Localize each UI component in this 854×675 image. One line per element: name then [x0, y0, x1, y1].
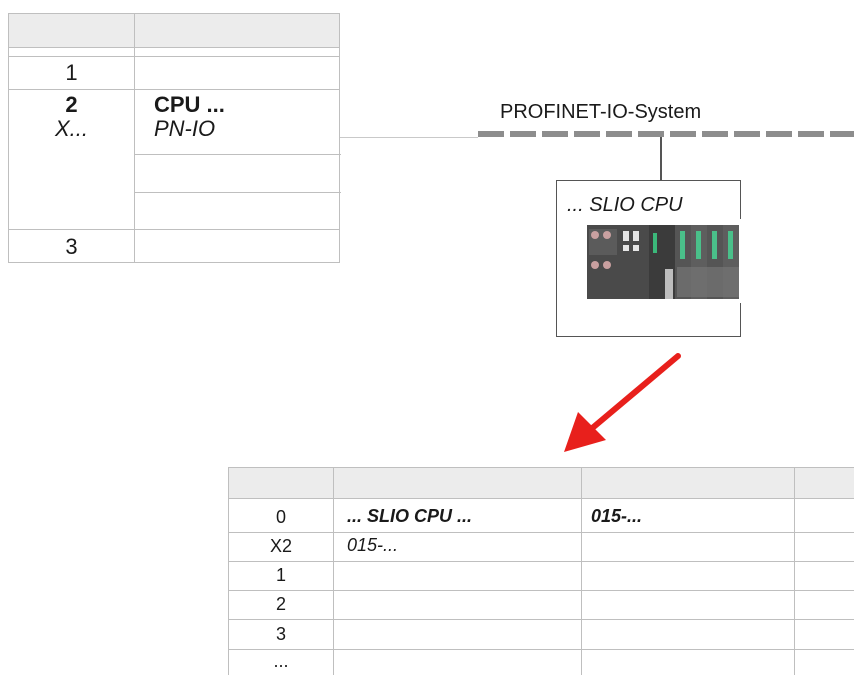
- table-row-slot[interactable]: X2: [269, 536, 293, 556]
- interface-id[interactable]: X...: [54, 116, 88, 141]
- profinet-connection-line: [340, 137, 478, 138]
- slio-cpu-module-image: [585, 219, 741, 303]
- table-row-order-number[interactable]: 015-...: [591, 506, 643, 526]
- rack-row-slot[interactable]: 1: [65, 60, 78, 85]
- cpu-module-name[interactable]: CPU ...: [154, 92, 225, 117]
- rack-table-header: [9, 14, 339, 48]
- table-row-module[interactable]: 015-...: [347, 535, 399, 555]
- device-drop-line: [660, 137, 662, 181]
- profinet-bus-line[interactable]: [478, 131, 854, 137]
- table-row-slot[interactable]: 2: [275, 594, 286, 614]
- device-title: ... SLIO CPU: [567, 194, 683, 216]
- interface-name[interactable]: PN-IO: [154, 116, 216, 141]
- drag-arrow-icon: [564, 353, 681, 452]
- profinet-system-label: PROFINET-IO-System: [500, 101, 702, 123]
- rack-row-slot[interactable]: 2: [65, 92, 78, 117]
- table-row-slot[interactable]: 0: [275, 507, 286, 527]
- device-table-header: [229, 468, 854, 499]
- slio-cpu-device[interactable]: ... SLIO CPU: [556, 180, 741, 337]
- device-table: 0 ... SLIO CPU ... 015-... X2 015-... 1 …: [228, 467, 854, 675]
- table-row-slot[interactable]: ...: [273, 651, 289, 671]
- rack-table: 1 2 CPU ... X... PN-IO 3: [8, 13, 341, 263]
- table-row-slot[interactable]: 3: [275, 624, 286, 644]
- table-row-slot[interactable]: 1: [275, 565, 286, 585]
- rack-row-slot[interactable]: 3: [65, 234, 78, 259]
- table-row-module[interactable]: ... SLIO CPU ...: [347, 506, 473, 526]
